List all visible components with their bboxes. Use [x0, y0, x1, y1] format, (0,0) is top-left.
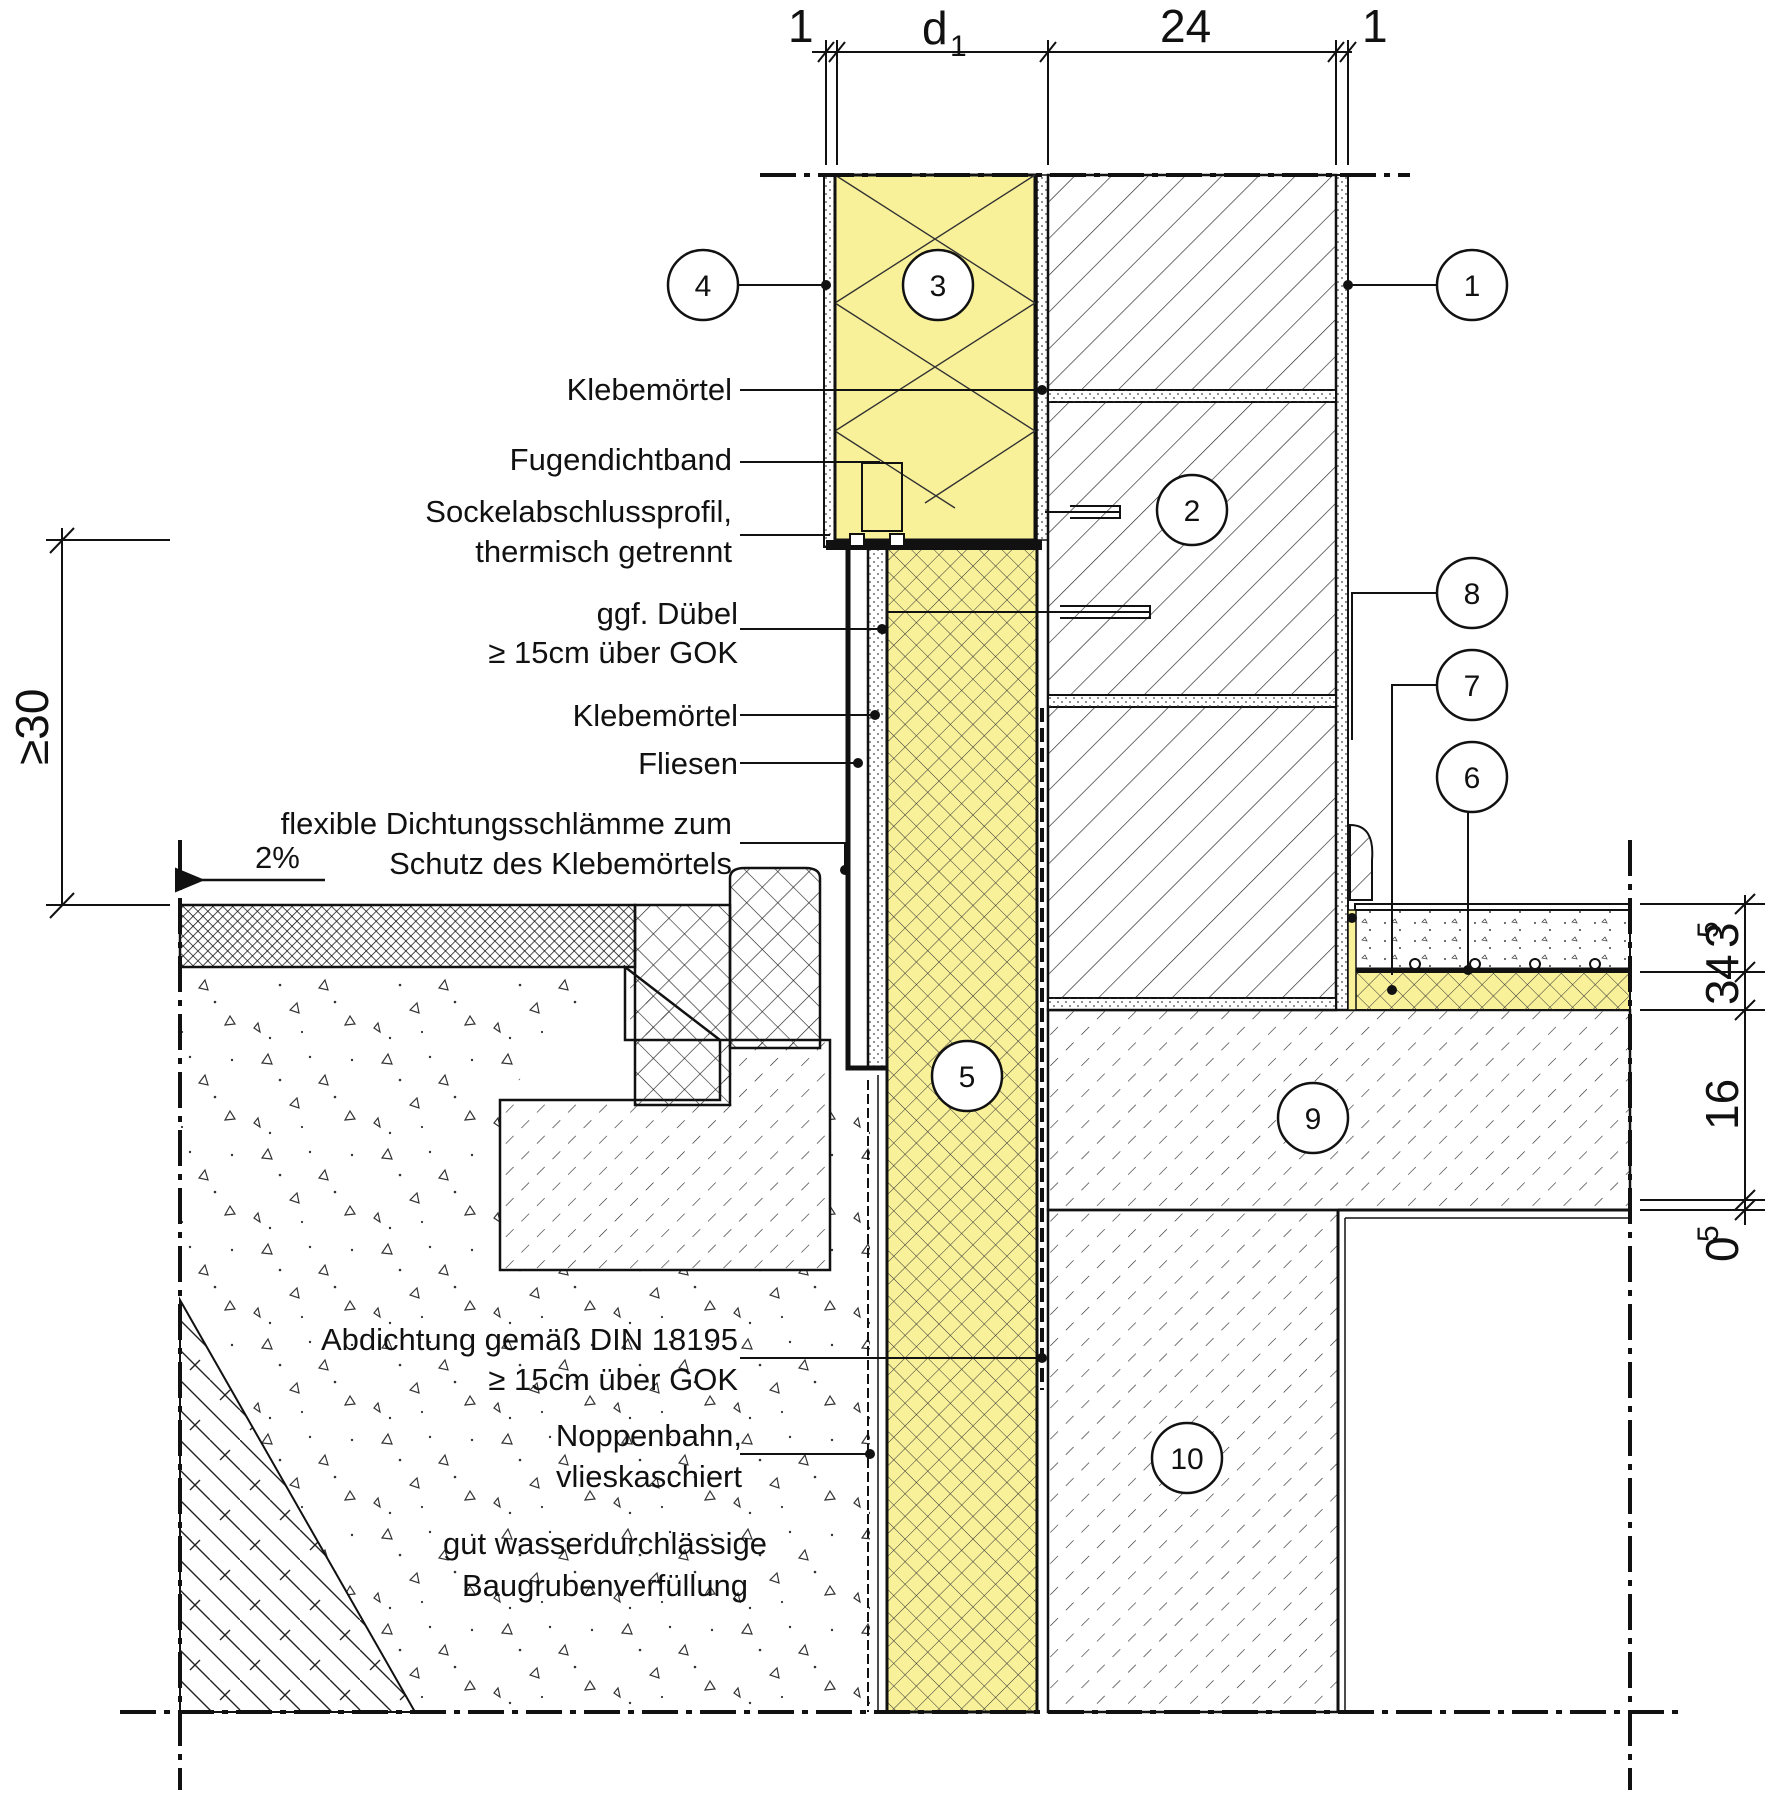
- dim-right-3a: 3: [1696, 922, 1748, 948]
- callout-6: 6: [1464, 762, 1481, 795]
- label-noppen-2: vlieskaschiert: [556, 1459, 742, 1494]
- callout-2: 2: [1184, 495, 1201, 528]
- backfill-soil: [180, 970, 870, 1712]
- label-klebemoertel-top: Klebemörtel: [567, 372, 732, 407]
- callout-1-circle: [1435, 248, 1509, 322]
- dim-top-1a: 1: [788, 0, 814, 52]
- callout-2-circle: [1155, 473, 1229, 547]
- paving-layer: [178, 903, 637, 969]
- callout-10-circle: [1150, 1421, 1224, 1495]
- callout-3: 3: [930, 270, 947, 303]
- callout-9-circle: [1276, 1081, 1350, 1155]
- joint-tape: [861, 462, 903, 532]
- callout-5: 5: [959, 1061, 976, 1094]
- callout-4: 4: [695, 270, 712, 303]
- heating-pipes: [1409, 958, 1601, 970]
- label-abdichtung-1: Abdichtung gemäß DIN 18195: [321, 1322, 738, 1357]
- dim-min-height: ≥30: [6, 689, 58, 765]
- label-sockel-2: thermisch getrennt: [475, 534, 732, 569]
- callout-3-circle: [901, 248, 975, 322]
- slope-label: 2%: [255, 840, 300, 875]
- label-sockel-1: Sockelabschlussprofil,: [425, 494, 732, 529]
- label-fliesen: Fliesen: [638, 746, 738, 781]
- top-dimension-line: [812, 40, 1357, 165]
- callout-7-circle: [1435, 648, 1509, 722]
- curb-stone-left: [633, 903, 732, 1107]
- dim-top-24: 24: [1160, 0, 1211, 52]
- floor-screed: [1354, 909, 1631, 973]
- left-dimension-line: [46, 527, 170, 919]
- exterior-render: [823, 174, 836, 548]
- label-klebemoertel-mid: Klebemörtel: [573, 698, 738, 733]
- dim-right-4: 4: [1696, 954, 1748, 980]
- callout-8: 8: [1464, 578, 1481, 611]
- dim-right-16: 16: [1696, 1079, 1748, 1130]
- dim-top-d1: d: [922, 2, 948, 54]
- callout-1: 1: [1464, 270, 1481, 303]
- adhesive-strip: [1036, 174, 1049, 541]
- edge-strip: [1347, 909, 1357, 1011]
- label-verfuellung-1: gut wasserdurchlässige: [443, 1526, 767, 1561]
- label-verfuellung-2: Baugrubenverfüllung: [462, 1568, 748, 1603]
- callout-4-circle: [666, 248, 740, 322]
- base-profile: [826, 540, 1042, 550]
- dim-top-d1-sub: 1: [950, 30, 967, 63]
- interior-plaster: [1335, 174, 1349, 1011]
- label-schlaemme-1: flexible Dichtungsschlämme zum: [281, 806, 732, 841]
- skirting: [1349, 823, 1374, 901]
- callout-10: 10: [1170, 1443, 1203, 1476]
- dim-right-4-sup: 5: [1692, 921, 1725, 938]
- right-dimension-line: [1640, 893, 1765, 1225]
- dowel-icon: [887, 505, 1151, 619]
- label-fugendichtband: Fugendichtband: [510, 442, 732, 477]
- dim-top-1b: 1: [1362, 0, 1388, 52]
- label-duebel-2: ≥ 15cm über GOK: [488, 635, 738, 670]
- callout-6-circle: [1435, 740, 1509, 814]
- leader-lines: [738, 284, 1469, 1455]
- callout-5-circle: [930, 1039, 1004, 1113]
- callout-8-circle: [1435, 556, 1509, 630]
- label-schlaemme-2: Schutz des Klebemörtels: [389, 846, 732, 881]
- dim-right-0: 0: [1696, 1236, 1748, 1262]
- curb-stone-right: [728, 866, 822, 1050]
- dim-right-0-sup: 5: [1692, 1225, 1725, 1242]
- label-duebel-1: ggf. Dübel: [597, 596, 738, 631]
- leader-dots: [821, 280, 1473, 1459]
- callout-7: 7: [1464, 670, 1481, 703]
- etics-insulation: [833, 173, 1037, 542]
- plinth-tiles: [846, 546, 870, 1070]
- floor-finish: [1354, 903, 1631, 911]
- callout-9: 9: [1305, 1103, 1322, 1136]
- label-noppen-1: Noppenbahn,: [556, 1418, 742, 1453]
- masonry-wall: [1046, 173, 1338, 1012]
- dim-right-3b: 3: [1696, 979, 1748, 1005]
- label-abdichtung-2: ≥ 15cm über GOK: [488, 1362, 738, 1397]
